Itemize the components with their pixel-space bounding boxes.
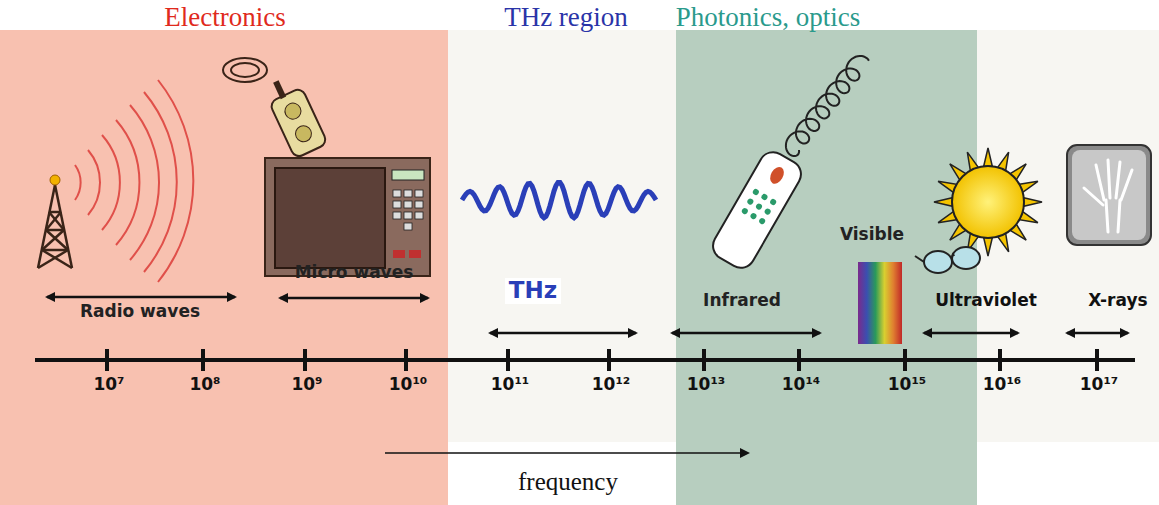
band-label: X-rays	[1088, 291, 1147, 310]
radio-waves	[75, 80, 193, 282]
phone-handset	[262, 73, 328, 159]
signal-rings	[223, 58, 267, 82]
visible-spectrum	[858, 262, 902, 344]
sun	[934, 148, 1042, 256]
band-label: THz	[505, 278, 561, 303]
frequency-tick-label: 10¹²	[592, 375, 631, 394]
region-heading: THz region	[504, 4, 628, 31]
band-label: Visible	[840, 225, 904, 244]
thz-wave	[462, 182, 656, 217]
frequency-arrow	[385, 452, 748, 454]
frequency-tick-label: 10¹⁴	[782, 375, 821, 394]
frequency-tick-label: 10⁸	[189, 375, 220, 394]
band-label: Micro waves	[295, 263, 414, 282]
xray-hand	[1067, 145, 1151, 245]
band-label: Infrared	[703, 291, 781, 310]
microwave-oven	[265, 158, 430, 276]
frequency-tick-label: 10¹⁶	[983, 375, 1022, 394]
region-heading: Photonics, optics	[676, 4, 861, 31]
frequency-tick-label: 10¹¹	[491, 375, 530, 394]
band-label: Ultraviolet	[935, 291, 1037, 310]
frequency-tick-label: 10⁷	[93, 375, 124, 394]
sunglasses	[915, 247, 980, 273]
band-label: Radio waves	[80, 302, 200, 321]
frequency-tick-label: 10¹⁵	[888, 375, 927, 394]
frequency-tick-label: 10⁹	[291, 375, 322, 394]
region-heading: Electronics	[164, 4, 285, 31]
infrared-remote	[708, 147, 806, 273]
frequency-tick-label: 10¹⁷	[1080, 375, 1119, 394]
frequency-tick-label: 10¹³	[687, 375, 726, 394]
frequency-tick-label: 10¹⁰	[389, 375, 428, 394]
axis-title: frequency	[518, 468, 618, 496]
infrared-coil	[786, 56, 869, 156]
radio-tower	[38, 185, 72, 268]
